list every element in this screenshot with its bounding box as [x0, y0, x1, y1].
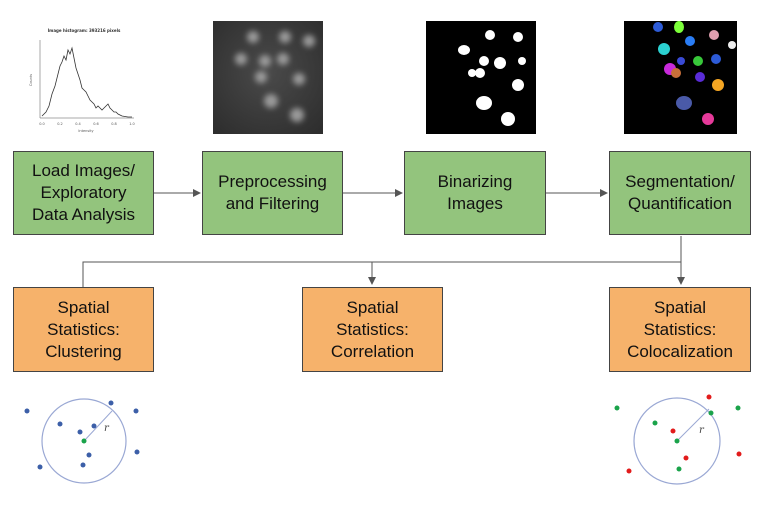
svg-text:0.4: 0.4: [75, 122, 81, 126]
colocalization-illustration: r: [614, 394, 742, 485]
svg-text:0.6: 0.6: [93, 122, 99, 126]
svg-text:0.0: 0.0: [39, 122, 45, 126]
segmented-image-thumbnail: [624, 21, 737, 134]
svg-text:0.8: 0.8: [111, 122, 117, 126]
histogram-x-ticks: 0.0 0.2 0.4 0.6 0.8 1.0: [39, 122, 135, 126]
histogram-curve: [41, 46, 132, 118]
svg-text:1.0: 1.0: [129, 122, 135, 126]
binarizing-box: Binarizing Images: [404, 151, 546, 235]
load-images-box: Load Images/ Exploratory Data Analysis: [13, 151, 154, 235]
histogram-title: Image histogram: 393216 pixels: [48, 28, 121, 33]
radius-label: r: [104, 423, 110, 434]
histogram-thumbnail: Image histogram: 393216 pixels 0.0 0.2 0…: [24, 22, 142, 137]
radius-circle: [633, 397, 721, 485]
correlation-box: Spatial Statistics: Correlation: [302, 287, 443, 372]
connector-segment-to-clustering: [82, 236, 682, 287]
binarized-image-thumbnail: [426, 21, 536, 134]
histogram-ylabel: Counts: [29, 74, 33, 86]
histogram-xlabel: Intensity: [78, 129, 93, 133]
preprocessing-box: Preprocessing and Filtering: [202, 151, 343, 235]
radius-circle: [41, 398, 127, 484]
colocalization-box: Spatial Statistics: Colocalization: [609, 287, 751, 372]
svg-text:0.2: 0.2: [57, 122, 63, 126]
radius-label: r: [699, 425, 705, 436]
filtered-image-thumbnail: [213, 21, 323, 134]
radius-line: [83, 410, 113, 442]
segmentation-box: Segmentation/ Quantification: [609, 151, 751, 235]
radius-line: [676, 408, 710, 442]
clustering-illustration: r: [24, 398, 140, 484]
clustering-box: Spatial Statistics: Clustering: [13, 287, 154, 372]
